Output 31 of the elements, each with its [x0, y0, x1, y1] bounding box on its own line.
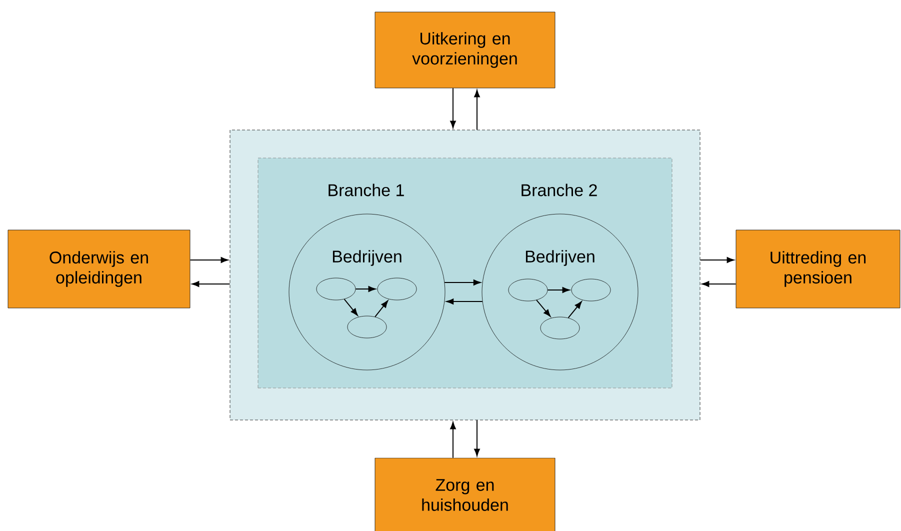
ellipse-node: [316, 278, 356, 300]
arrow: [474, 90, 480, 130]
arrow: [450, 422, 456, 458]
arrow: [190, 257, 228, 263]
dashed-frame: [258, 158, 672, 388]
arrow: [702, 281, 736, 287]
arrow: [568, 301, 582, 318]
process-box: Onderwijs en opleidingen: [8, 230, 190, 308]
arrow: [700, 257, 734, 263]
arrow: [355, 286, 376, 292]
arrow: [536, 300, 551, 317]
arrow: [444, 280, 481, 286]
arrow: [450, 88, 456, 128]
ellipse-node: [347, 316, 387, 338]
branch-label: Branche 2: [522, 184, 597, 196]
arrow: [192, 281, 230, 287]
ellipse-node: [508, 278, 548, 302]
process-box: Uittreding en pensioen: [736, 230, 900, 308]
arrow: [374, 300, 388, 318]
process-box: Zorg en huishouden: [374, 458, 556, 531]
ellipse-node: [377, 278, 417, 300]
arrow: [344, 298, 358, 316]
arrow: [547, 287, 570, 293]
circle-node: Bedrijven: [288, 214, 446, 370]
ellipse-node: [540, 316, 580, 340]
arrow: [474, 420, 480, 456]
process-box: Uitkering en voorzieningen: [374, 12, 556, 88]
circle-node: Bedrijven: [482, 214, 638, 370]
arrow: [446, 298, 483, 304]
branch-label: Branche 1: [328, 184, 404, 196]
ellipse-node: [571, 278, 611, 302]
